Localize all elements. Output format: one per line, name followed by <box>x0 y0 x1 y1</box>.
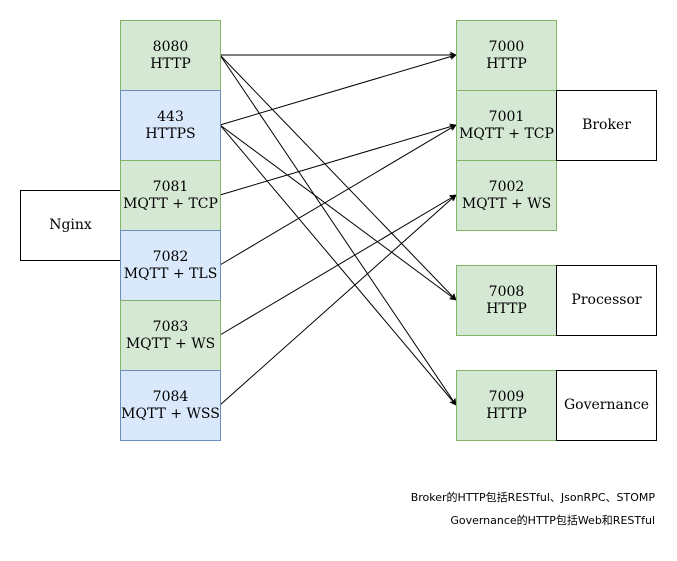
port-protocol: HTTP <box>486 55 527 72</box>
service-label: Processor <box>571 292 642 308</box>
backend-port-7000: 7000 HTTP <box>456 20 557 91</box>
note-governance-http: Governance的HTTP包括Web和RESTful <box>450 514 655 527</box>
backend-port-7001: 7001 MQTT + TCP <box>456 90 557 161</box>
port-protocol: HTTP <box>150 55 191 72</box>
port-protocol: MQTT + TCP <box>459 125 554 142</box>
port-number: 7082 <box>152 248 189 265</box>
port-number: 7009 <box>488 388 525 405</box>
edge-8080-to-7009 <box>219 54 457 406</box>
port-protocol: HTTPS <box>145 125 196 142</box>
backend-port-7002: 7002 MQTT + WS <box>456 160 557 231</box>
listen-port-7081: 7081 MQTT + TCP <box>120 160 221 231</box>
port-protocol: MQTT + WS <box>461 195 552 212</box>
port-number: 8080 <box>152 38 189 55</box>
port-protocol: HTTP <box>486 300 527 317</box>
edge-7083-to-7002 <box>219 194 457 336</box>
port-number: 7000 <box>488 38 525 55</box>
port-number: 7001 <box>488 108 525 125</box>
edge-7082-to-7001 <box>219 124 457 266</box>
port-number: 7081 <box>152 178 189 195</box>
backend-port-7008: 7008 HTTP <box>456 265 557 336</box>
port-protocol: MQTT + TCP <box>123 195 218 212</box>
listen-port-443: 443 HTTPS <box>120 90 221 161</box>
nginx-box: Nginx <box>20 190 121 261</box>
edge-8080-to-7008 <box>219 54 457 301</box>
edge-443-to-7008 <box>219 124 457 301</box>
listen-port-7082: 7082 MQTT + TLS <box>120 230 221 301</box>
port-number: 7084 <box>152 388 189 405</box>
port-protocol: HTTP <box>486 405 527 422</box>
port-protocol: MQTT + TLS <box>123 265 218 282</box>
service-processor: Processor <box>556 265 657 336</box>
listen-port-7083: 7083 MQTT + WS <box>120 300 221 371</box>
backend-port-7009: 7009 HTTP <box>456 370 557 441</box>
listen-port-7084: 7084 MQTT + WSS <box>120 370 221 441</box>
port-protocol: MQTT + WS <box>125 335 216 352</box>
service-governance: Governance <box>556 370 657 441</box>
service-label: Governance <box>563 397 649 413</box>
port-number: 7002 <box>488 178 525 195</box>
port-number: 7083 <box>152 318 189 335</box>
nginx-label: Nginx <box>49 217 92 233</box>
port-number: 7008 <box>488 283 525 300</box>
service-label: Broker <box>582 117 631 133</box>
listen-port-8080: 8080 HTTP <box>120 20 221 91</box>
edge-7084-to-7002 <box>219 194 457 406</box>
edge-7081-to-7001 <box>219 123 457 196</box>
port-number: 443 <box>157 108 184 125</box>
note-broker-http: Broker的HTTP包括RESTful、JsonRPC、STOMP <box>410 491 655 504</box>
port-protocol: MQTT + WSS <box>121 405 220 422</box>
service-broker: Broker <box>556 90 657 161</box>
edge-443-to-7000 <box>219 53 457 126</box>
